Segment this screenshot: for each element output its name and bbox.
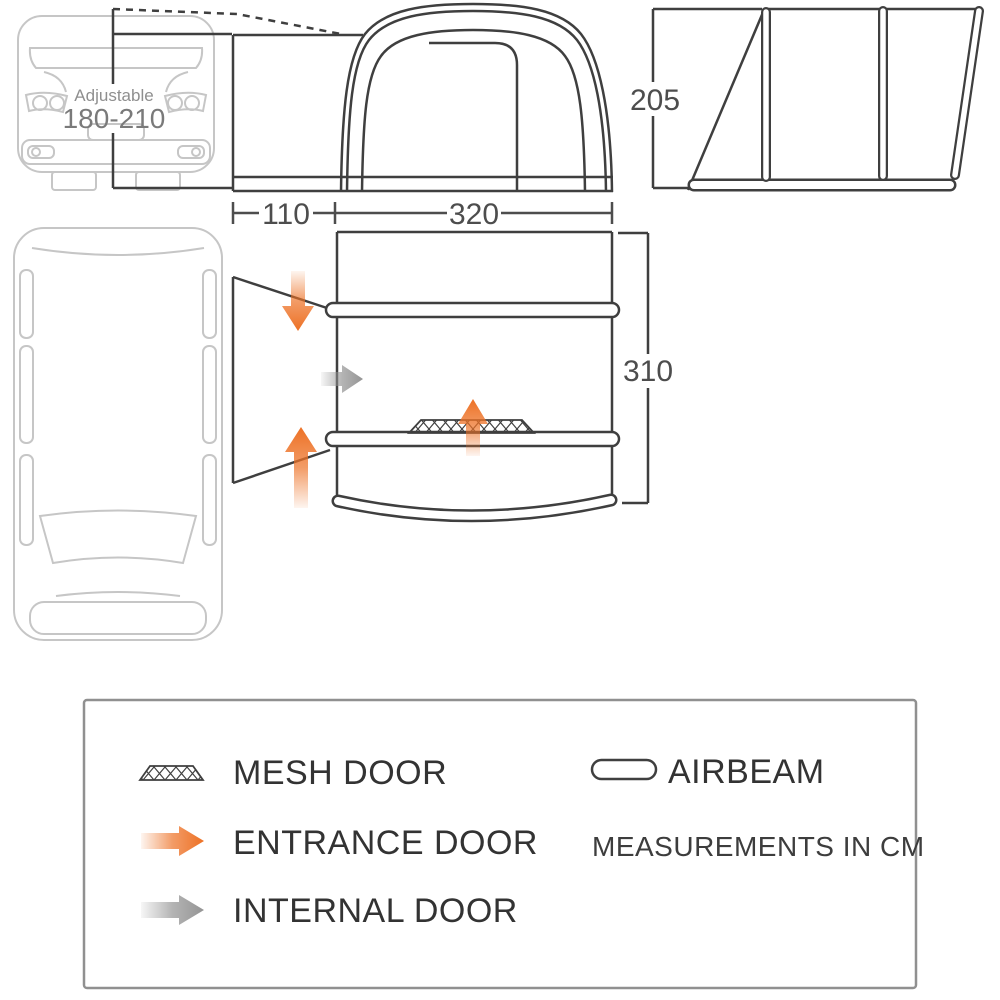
arch-outer-inner	[345, 9, 608, 193]
mesh-entrance-arrow-up-icon	[458, 399, 488, 456]
van-front-headlight-left	[24, 91, 69, 114]
tunnel-plan-top-edge	[232, 275, 331, 311]
van-top-body	[13, 227, 223, 641]
van-top-hood-line	[55, 591, 181, 597]
airbeam-icon	[590, 758, 658, 781]
dim-awning-width-label: 320	[449, 198, 499, 231]
awning-front-elevation	[231, 2, 614, 193]
van-top-windshield	[38, 509, 198, 565]
tunnel-plan-bottom-edge	[232, 448, 331, 485]
legend-box	[82, 698, 918, 990]
arch-inner-seam	[360, 28, 587, 193]
van-top-view	[13, 227, 223, 641]
connection-dashed-line	[112, 7, 342, 36]
legend-internal-door-label: INTERNAL DOOR	[233, 892, 518, 930]
van-front-body	[17, 15, 215, 173]
side-front-slope	[686, 9, 766, 191]
internal-door-arrow-right-icon	[321, 365, 363, 393]
depth-dimension-310	[618, 231, 650, 505]
arch-outer	[339, 2, 614, 193]
van-front-wheel-right	[135, 171, 181, 191]
front-door-outline	[429, 41, 519, 191]
legend: MESH DOOR AIRBEAM ENTRANCE DOOR MEASUREM…	[82, 698, 925, 990]
van-top-rear-window	[31, 247, 205, 256]
van-front-view	[17, 15, 215, 191]
legend-entrance-door-label: ENTRANCE DOOR	[233, 824, 538, 862]
height-dimension-205	[651, 7, 762, 190]
entrance-door-icon	[141, 826, 204, 856]
van-adjustable-label: Adjustable	[74, 86, 153, 105]
van-height-range-label: 180-210	[63, 103, 166, 134]
van-front-crease-right	[165, 71, 189, 93]
van-top-bumper	[29, 601, 207, 635]
entrance-door-arrow-down-icon	[282, 271, 314, 331]
awning-side-elevation	[686, 6, 984, 192]
internal-door-icon	[141, 895, 204, 925]
mesh-door-icon	[138, 765, 205, 781]
dim-height-label: 205	[630, 84, 680, 117]
plan-airbeam-upper	[324, 301, 621, 319]
van-front-headlight-right	[163, 91, 208, 114]
van-front-crease-left	[43, 71, 67, 93]
floorplan	[231, 230, 621, 523]
van-front-wheel-left	[51, 171, 97, 191]
adjustable-height-bracket	[111, 7, 342, 190]
legend-mesh-door-label: MESH DOOR	[233, 754, 447, 792]
van-front-bumper	[21, 139, 211, 165]
entrance-door-arrow-up-icon	[285, 427, 317, 508]
van-front-windshield	[28, 47, 204, 69]
dim-tunnel-width-label: 110	[262, 198, 310, 231]
legend-airbeam-label: AIRBEAM	[668, 753, 825, 791]
legend-measurements-note: MEASUREMENTS IN CM	[592, 831, 925, 862]
dim-awning-depth-label: 310	[623, 355, 673, 388]
